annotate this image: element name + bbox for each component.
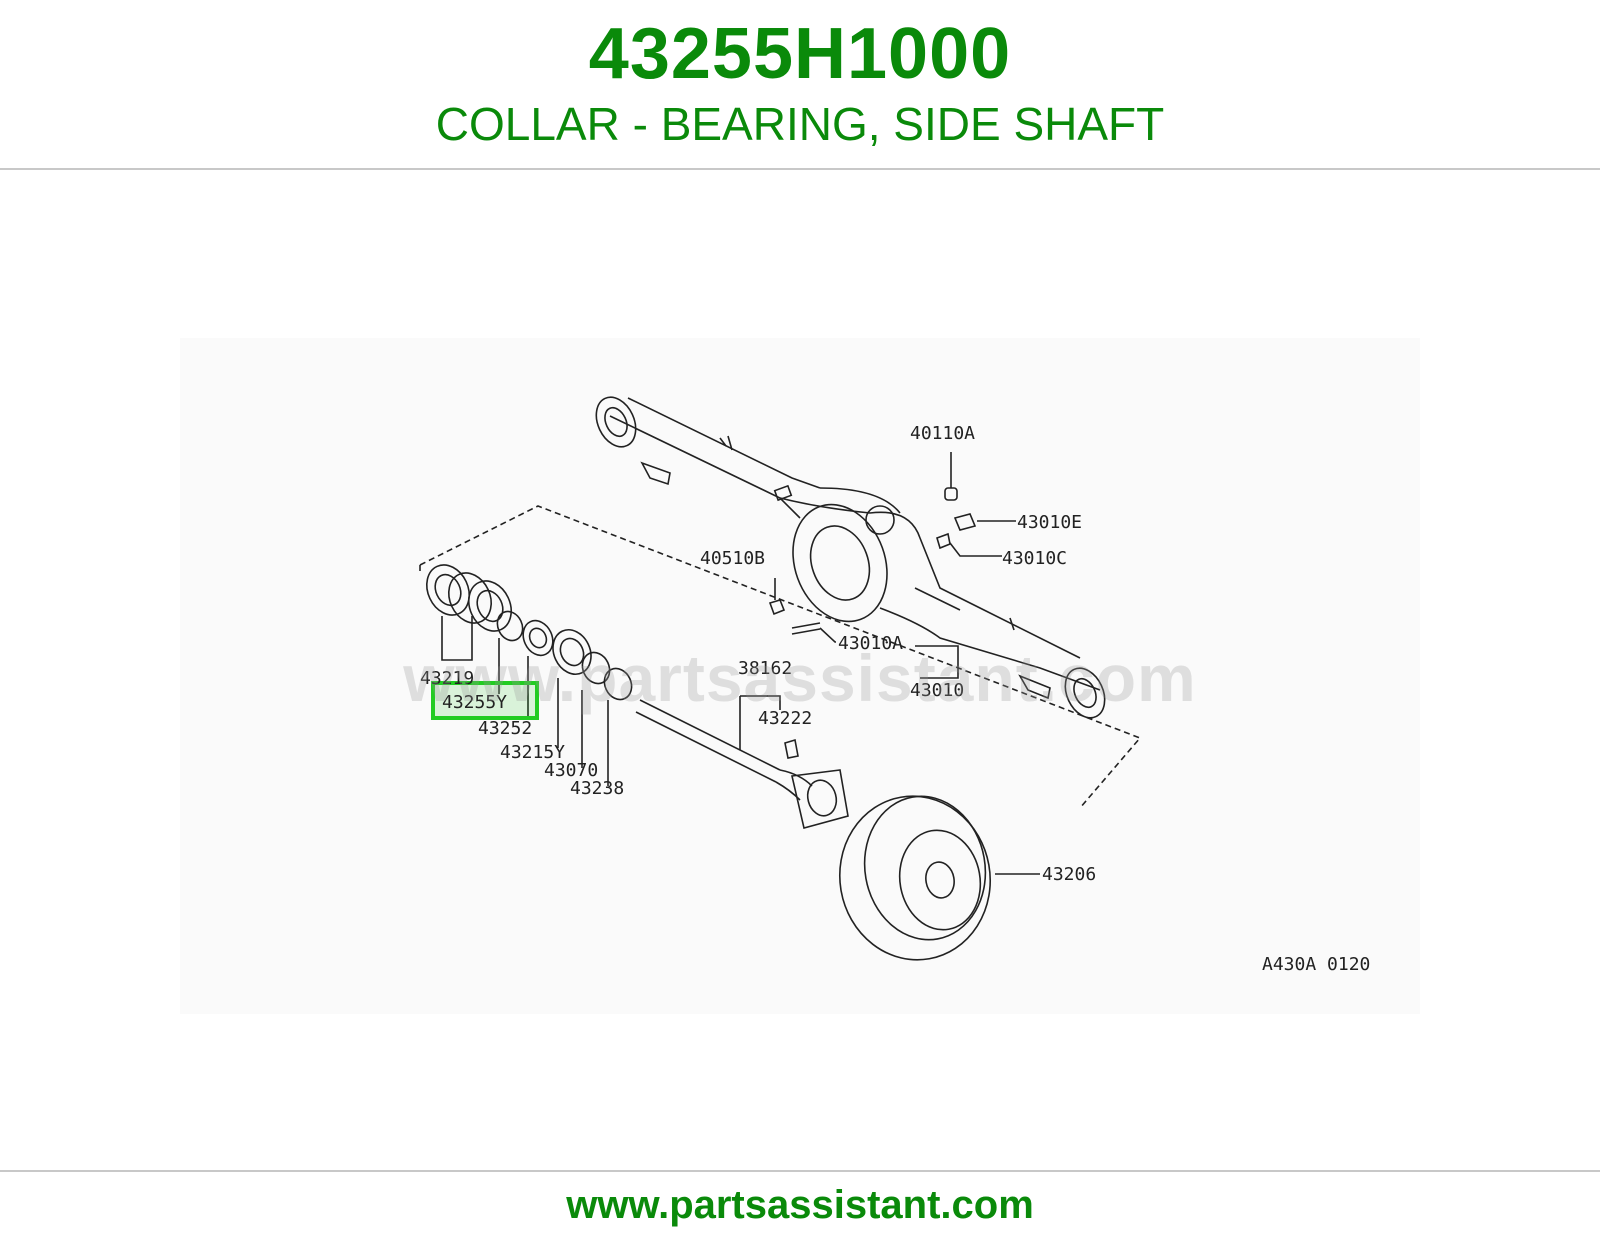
left-flange: [595, 396, 637, 448]
brake-drum: [838, 795, 992, 961]
right-flange: [1064, 667, 1106, 719]
part-43010C: [936, 532, 951, 550]
part-40510B: [768, 599, 786, 616]
exploded-view-drawing: 40110A 43010E 43010C 40510B 43010A 43010…: [419, 396, 1370, 975]
part-43238: [603, 667, 633, 701]
header-divider: [0, 168, 1600, 170]
part-43222: [784, 738, 799, 759]
part-name-subtitle: COLLAR - BEARING, SIDE SHAFT: [435, 98, 1165, 150]
page-header: 43255H1000 COLLAR - BEARING, SIDE SHAFT: [0, 0, 1600, 168]
callout-43010[interactable]: 43010: [910, 680, 964, 701]
part-43010A: [791, 622, 821, 635]
part-number-title: 43255H1000: [588, 14, 1012, 94]
callout-43222[interactable]: 43222: [758, 708, 812, 729]
footer-website-link[interactable]: www.partsassistant.com: [566, 1183, 1034, 1227]
callout-38162[interactable]: 38162: [738, 658, 792, 679]
parts-diagram: 40110A 43010E 43010C 40510B 43010A 43010…: [180, 338, 1420, 1014]
part-43219: [426, 564, 470, 616]
part-43252: [522, 619, 554, 657]
part-43070: [581, 651, 611, 685]
callout-40510B[interactable]: 40510B: [700, 548, 765, 569]
callout-43255Y[interactable]: 43255Y: [442, 692, 507, 713]
callout-43070[interactable]: 43070: [544, 760, 598, 781]
highlight-box-43255Y: [431, 681, 539, 720]
drawing-code: A430A 0120: [1262, 954, 1370, 975]
callout-43215Y[interactable]: 43215Y: [500, 742, 565, 763]
callout-43010C[interactable]: 43010C: [1002, 548, 1067, 569]
callout-43252[interactable]: 43252: [478, 718, 532, 739]
group-outline: [419, 505, 1142, 809]
callout-40110A[interactable]: 40110A: [910, 423, 975, 444]
callout-43010E[interactable]: 43010E: [1017, 512, 1082, 533]
callout-43010A[interactable]: 43010A: [838, 633, 903, 654]
part-43215Y: [552, 629, 592, 675]
differential-housing: [792, 503, 888, 623]
part-43010E: [953, 513, 977, 531]
axle-flange: [791, 769, 849, 829]
callout-43238[interactable]: 43238: [570, 778, 624, 799]
part-40110A: [944, 487, 958, 501]
callout-43206[interactable]: 43206: [1042, 864, 1096, 885]
part-43255Y: [496, 610, 524, 642]
callout-43219[interactable]: 43219: [420, 668, 474, 689]
footer-divider: [0, 1170, 1600, 1172]
axle-shaft: [635, 699, 781, 783]
